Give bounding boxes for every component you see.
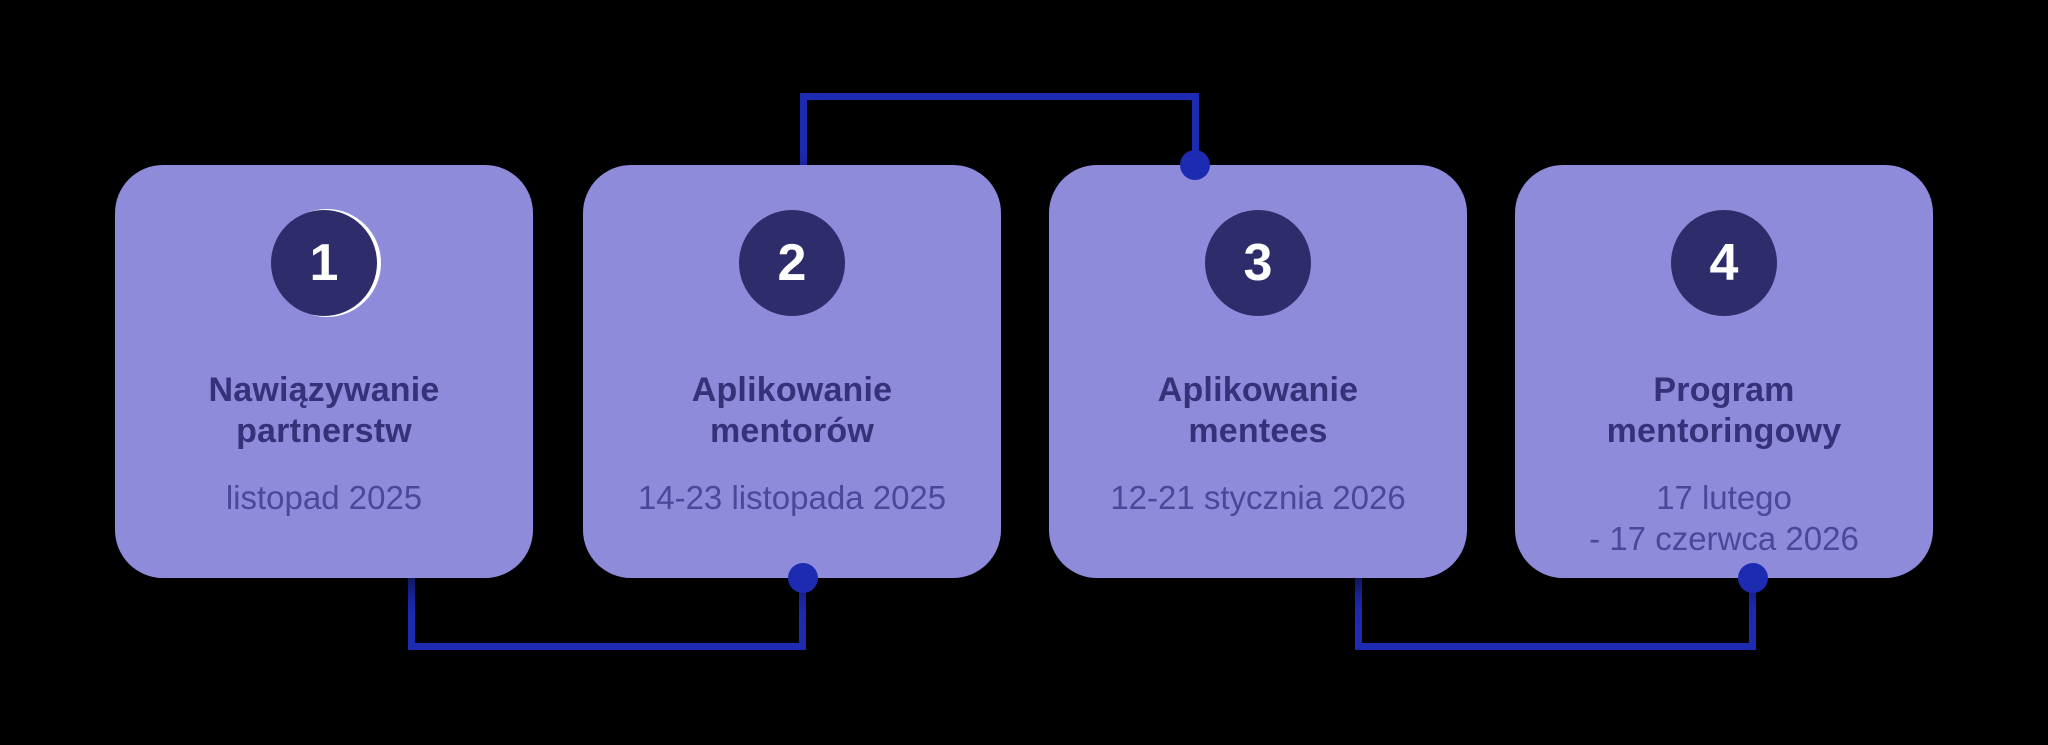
step-number: 2 (777, 234, 807, 292)
step-title: Aplikowanie mentees (1157, 371, 1359, 450)
step-card-2: 2 Aplikowanie mentorów 14-23 listopada 2… (583, 165, 1001, 578)
connector-step1-to-step2 (408, 578, 806, 650)
connector-dot-step2-bottom (788, 563, 818, 593)
step-date: listopad 2025 (225, 479, 423, 516)
step-number-badge: 3 (1205, 210, 1311, 316)
step-number-badge: 1 (271, 210, 377, 316)
connector-step2-to-step3 (800, 93, 1199, 165)
step-number: 3 (1243, 234, 1273, 292)
step-number-badge: 2 (739, 210, 845, 316)
step-date: 12-21 stycznia 2026 (1110, 479, 1406, 516)
step-date: 17 lutego - 17 czerwca 2026 (1589, 479, 1859, 557)
step-title: Aplikowanie mentorów (691, 371, 893, 450)
step-number: 1 (309, 234, 339, 292)
step-card-4: 4 Program mentoringowy 17 lutego - 17 cz… (1515, 165, 1933, 578)
step-title: Program mentoringowy (1606, 371, 1842, 450)
connector-dot-step4-bottom (1738, 563, 1768, 593)
step-number: 4 (1709, 234, 1739, 292)
step-title: Nawiązywanie partnerstw (208, 371, 440, 450)
step-card-1: 1 Nawiązywanie partnerstw listopad 2025 (115, 165, 533, 578)
step-date: 14-23 listopada 2025 (637, 479, 947, 516)
step-number-badge: 4 (1671, 210, 1777, 316)
connector-dot-step3-top (1180, 150, 1210, 180)
step-card-3: 3 Aplikowanie mentees 12-21 stycznia 202… (1049, 165, 1467, 578)
connector-step3-to-step4 (1355, 578, 1756, 650)
